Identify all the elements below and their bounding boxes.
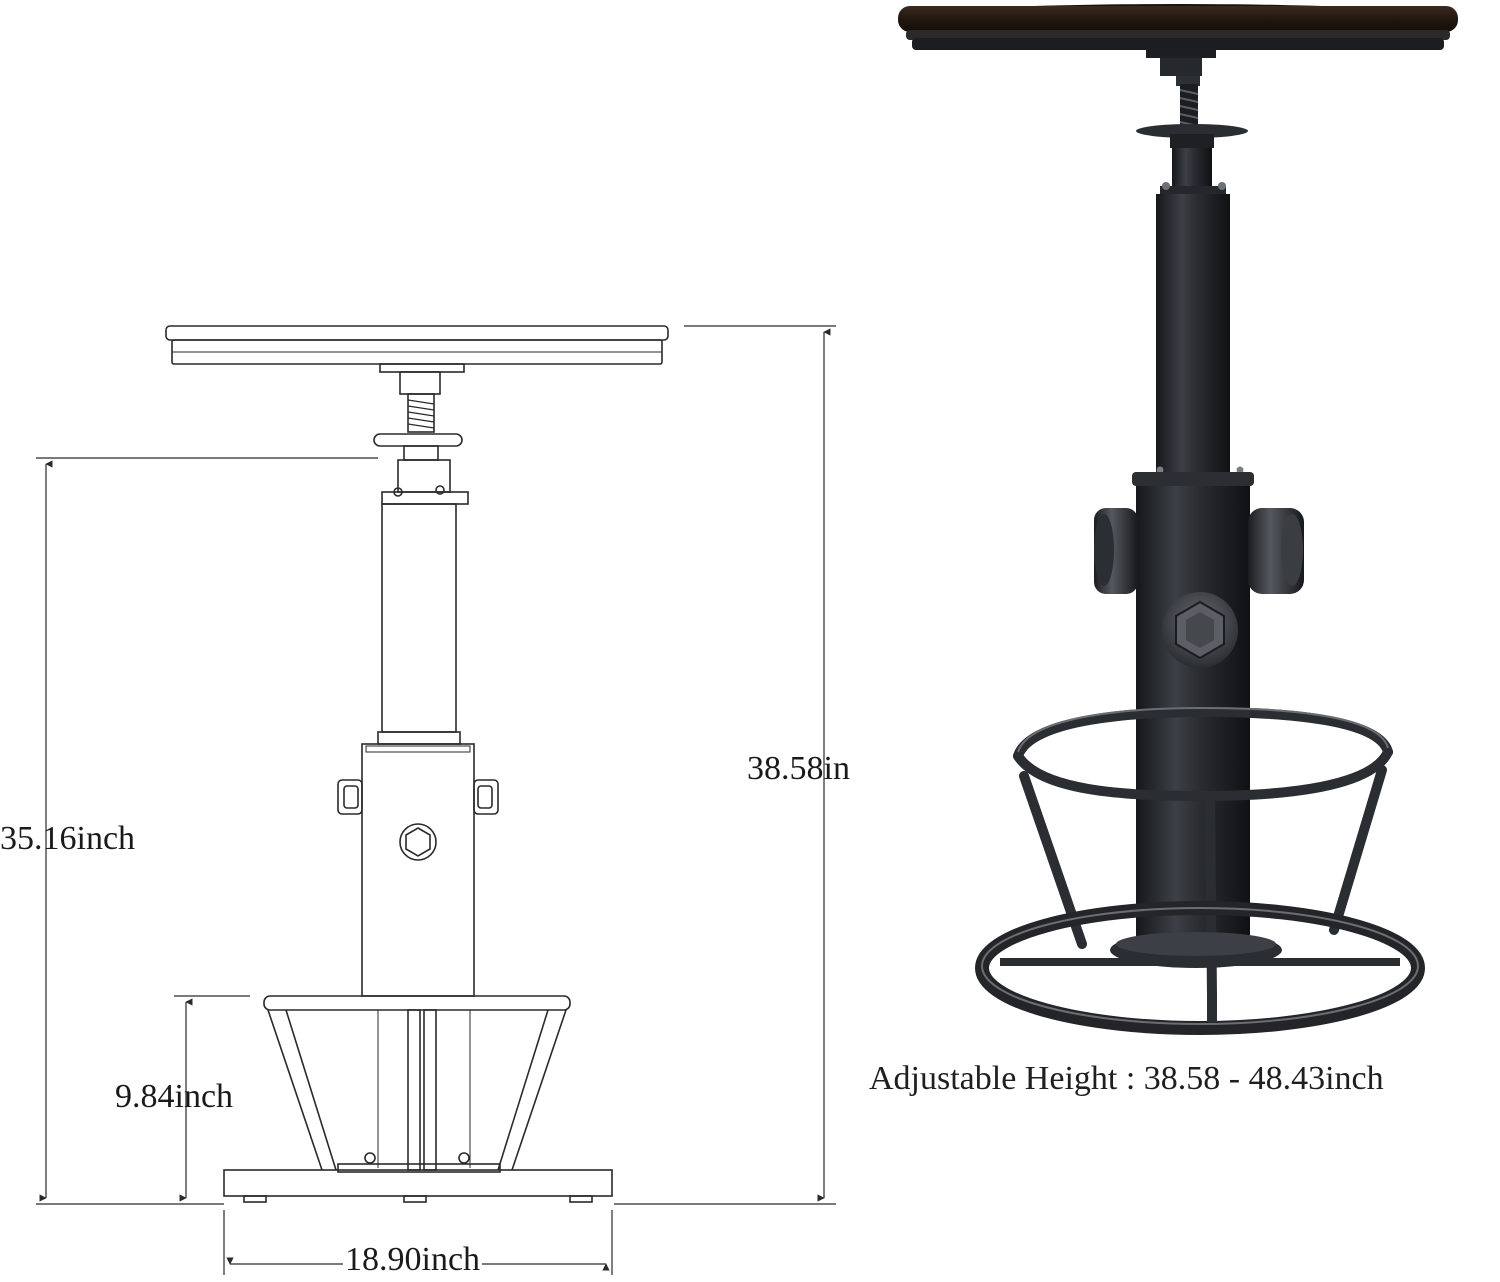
- drawing-mount-plate: [379, 363, 465, 373]
- drawing-upper-post: [381, 503, 457, 733]
- drawing-washer: [373, 433, 463, 447]
- drawing-post-ring: [377, 731, 461, 745]
- drawing-side-nozzle-left: [337, 779, 363, 815]
- drawing-screw-collar: [399, 371, 441, 395]
- drawing-base: [223, 1152, 613, 1203]
- drawing-spring: [407, 393, 435, 433]
- photo-side-nozzle-right: [1248, 508, 1304, 594]
- drawing-collar: [403, 445, 439, 461]
- photo-base: [975, 901, 1425, 1035]
- drawing-hydrant-body: [361, 743, 475, 997]
- adjustable-height-caption: Adjustable Height : 38.58 - 48.43inch: [869, 1060, 1384, 1097]
- photo-upper-post: [1156, 194, 1230, 476]
- photo-screw: [1179, 84, 1199, 128]
- drawing-footrest: [263, 995, 571, 1171]
- seat-height-label: 35.16inch: [0, 820, 136, 857]
- line-drawing: [165, 325, 669, 1203]
- footrest-height-label: 9.84inch: [115, 1078, 234, 1115]
- drawing-side-nozzle-right: [473, 779, 499, 815]
- drawing-seat: [165, 325, 669, 365]
- photo-side-nozzle-left: [1094, 508, 1138, 594]
- product-photo: [898, 4, 1458, 1035]
- drawing-hex-bolt: [399, 823, 437, 861]
- base-width-label: 18.90inch: [343, 1241, 483, 1278]
- photo-seat: [898, 4, 1458, 50]
- photo-hex-bolt: [1162, 592, 1238, 668]
- total-height-label: 38.58in: [747, 750, 850, 787]
